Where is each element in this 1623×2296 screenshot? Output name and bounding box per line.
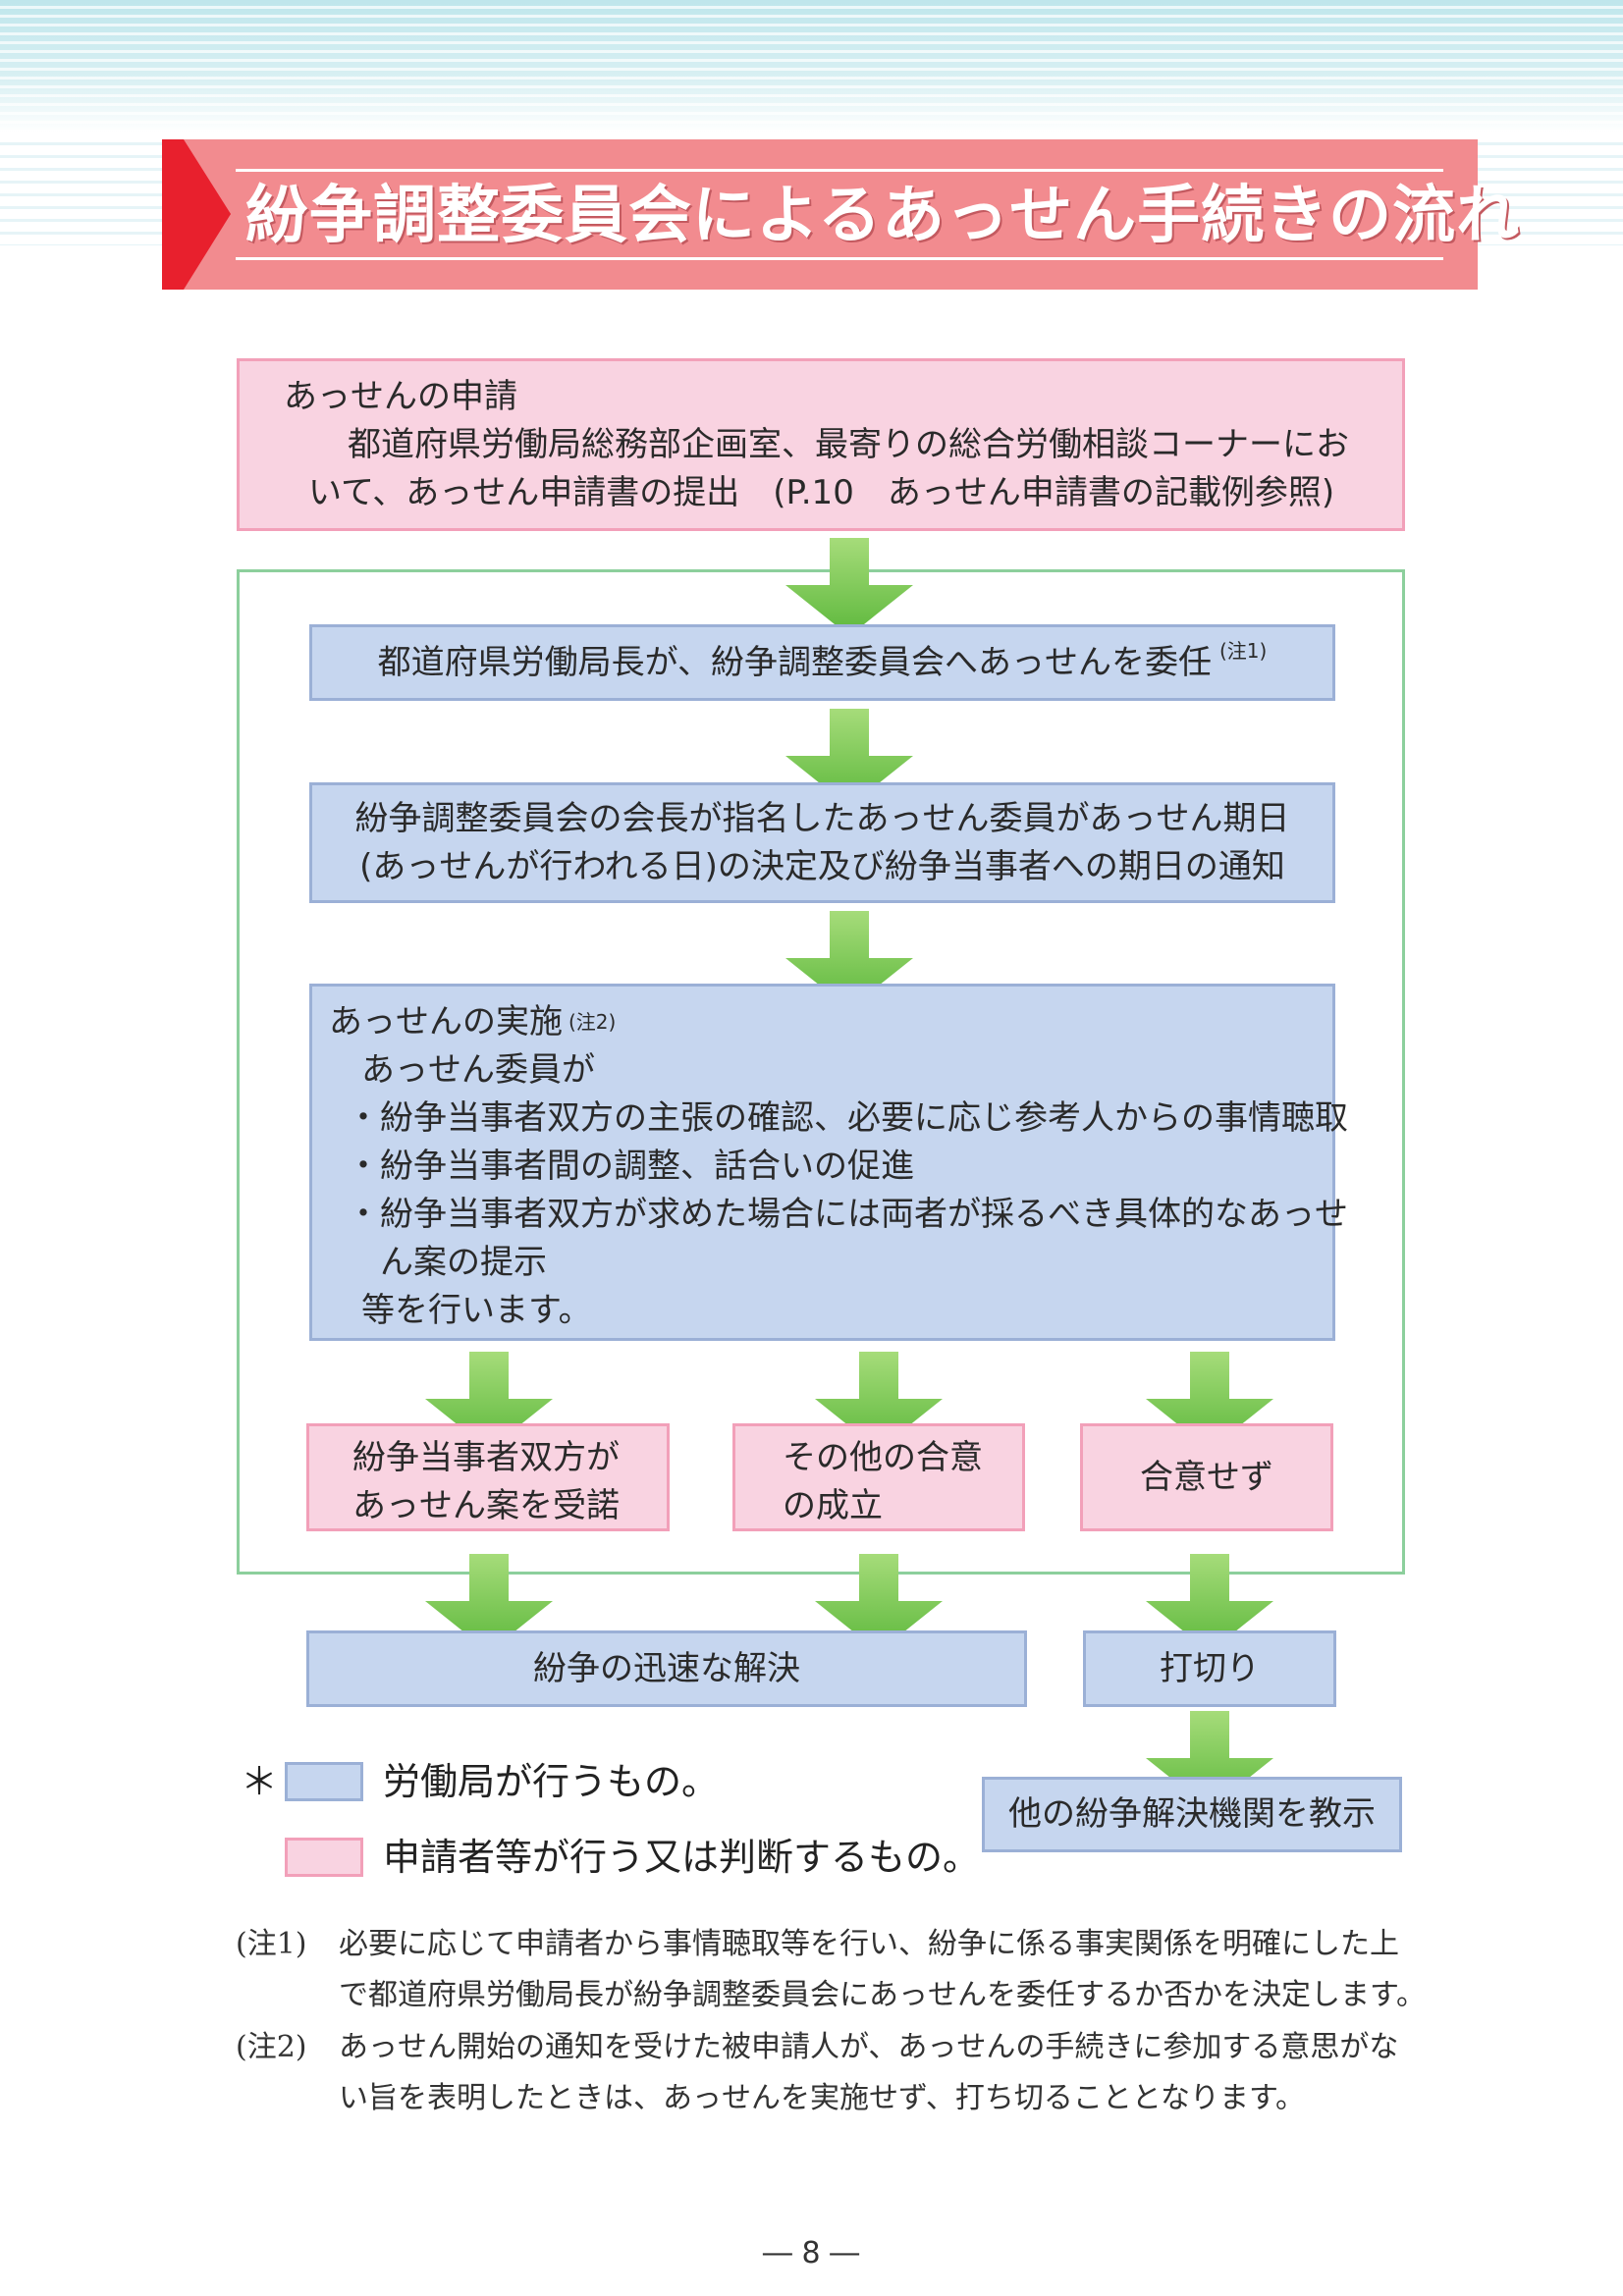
note-2-line-1: あっせん開始の通知を受けた被申請人が、あっせんの手続きに参加する意思がな bbox=[339, 2030, 1399, 2064]
application-box: あっせんの申請 都道府県労働局総務部企画室、最寄りの総合労働相談コーナーにお い… bbox=[237, 358, 1405, 531]
delegation-note-ref: (注1) bbox=[1218, 639, 1268, 663]
flow-arrow-icon bbox=[1146, 1352, 1273, 1450]
result-referral-text: 他の紛争解決機関を教示 bbox=[1008, 1794, 1376, 1834]
result-termination-box: 打切り bbox=[1083, 1630, 1336, 1707]
delegation-text: 都道府県労働局長が、紛争調整委員会へあっせんを委任 bbox=[377, 642, 1212, 682]
note-2-line-2: い旨を表明したときは、あっせんを実施せず、打ち切ることとなります。 bbox=[339, 2081, 1305, 2115]
title-banner bbox=[162, 139, 1478, 290]
application-line-2: いて、あっせん申請書の提出 (P.10 あっせん申請書の記載例参照) bbox=[308, 473, 1335, 512]
flow-arrow-icon bbox=[815, 1554, 943, 1652]
note-1-label: (注1) bbox=[236, 1927, 307, 1961]
outcome-other-line-1: その他の合意 bbox=[783, 1438, 983, 1477]
delegation-box: 都道府県労働局長が、紛争調整委員会へあっせんを委任 (注1) bbox=[309, 624, 1335, 701]
schedule-box: 紛争調整委員会の会長が指名したあっせん委員があっせん期日 (あっせんが行われる日… bbox=[309, 782, 1335, 903]
labour-bureau-process-frame bbox=[237, 569, 1405, 1575]
legend-marker: ＊ bbox=[241, 1760, 279, 1803]
flow-arrow-icon bbox=[1146, 1554, 1273, 1652]
conduct-heading: あっせんの実施 bbox=[329, 1002, 563, 1041]
flow-arrow-icon bbox=[425, 1554, 553, 1652]
schedule-line-2: (あっせんが行われる日)の決定及び紛争当事者への期日の通知 bbox=[359, 847, 1285, 886]
conduct-line: ・紛争当事者双方が求めた場合には両者が採るべき具体的なあっせ bbox=[347, 1195, 1348, 1234]
header-stripe-band bbox=[0, 0, 1623, 133]
conduct-line: ん案の提示 bbox=[347, 1243, 547, 1282]
application-heading: あっせんの申請 bbox=[284, 377, 517, 416]
outcome-other-line-2: の成立 bbox=[783, 1486, 883, 1525]
legend-blue-swatch bbox=[285, 1762, 363, 1801]
outcome-no-agreement-box: 合意せず bbox=[1080, 1423, 1333, 1531]
flow-arrow-icon bbox=[785, 538, 913, 636]
conduct-line: ・紛争当事者双方の主張の確認、必要に応じ参考人からの事情聴取 bbox=[347, 1098, 1348, 1138]
flow-arrow-icon bbox=[1146, 1711, 1273, 1809]
flow-arrow-icon bbox=[425, 1352, 553, 1450]
legend-pink-label: 申請者等が行う又は判断するもの。 bbox=[383, 1836, 981, 1879]
application-line-1: 都道府県労働局総務部企画室、最寄りの総合労働相談コーナーにお bbox=[348, 425, 1349, 464]
outcome-accept-line-2: あっせん案を受諾 bbox=[352, 1486, 620, 1525]
outcome-accept-box: 紛争当事者双方が あっせん案を受諾 bbox=[306, 1423, 670, 1531]
flow-arrow-icon bbox=[785, 911, 913, 1009]
result-resolution-box: 紛争の迅速な解決 bbox=[306, 1630, 1027, 1707]
result-referral-box: 他の紛争解決機関を教示 bbox=[982, 1777, 1402, 1852]
outcome-other-agreement-box: その他の合意 の成立 bbox=[732, 1423, 1025, 1531]
note-1-line-2: で都道府県労働局長が紛争調整委員会にあっせんを委任するか否かを決定します。 bbox=[339, 1978, 1426, 2012]
conduct-note-ref: (注2) bbox=[568, 1010, 617, 1034]
note-2-label: (注2) bbox=[236, 2030, 307, 2064]
outcome-no-agreement-text: 合意せず bbox=[1140, 1457, 1273, 1497]
title-rule-top bbox=[236, 169, 1443, 172]
legend-pink-swatch bbox=[285, 1838, 363, 1877]
outcome-accept-line-1: 紛争当事者双方が bbox=[352, 1438, 620, 1477]
note-1-line-1: 必要に応じて申請者から事情聴取等を行い、紛争に係る事実関係を明確にした上 bbox=[339, 1927, 1399, 1961]
schedule-line-1: 紛争調整委員会の会長が指名したあっせん委員があっせん期日 bbox=[354, 799, 1290, 838]
title-arrow-icon bbox=[162, 139, 231, 290]
result-resolution-text: 紛争の迅速な解決 bbox=[533, 1648, 800, 1688]
page-number: ― 8 ― bbox=[762, 2236, 860, 2270]
result-termination-text: 打切り bbox=[1160, 1648, 1260, 1688]
flow-arrow-icon bbox=[815, 1352, 943, 1450]
conduct-box: あっせんの実施(注2) あっせん委員が ・紛争当事者双方の主張の確認、必要に応じ… bbox=[309, 984, 1348, 1341]
page-title: 紛争調整委員会によるあっせん手続きの流れ bbox=[245, 179, 1521, 252]
legend-blue-label: 労働局が行うもの。 bbox=[383, 1760, 720, 1803]
conduct-line: 等を行います。 bbox=[361, 1291, 592, 1330]
conduct-line: あっせん委員が bbox=[361, 1050, 595, 1090]
conduct-line: ・紛争当事者間の調整、話合いの促進 bbox=[347, 1147, 914, 1186]
flow-arrow-icon bbox=[785, 709, 913, 807]
title-rule-bottom bbox=[236, 257, 1443, 260]
